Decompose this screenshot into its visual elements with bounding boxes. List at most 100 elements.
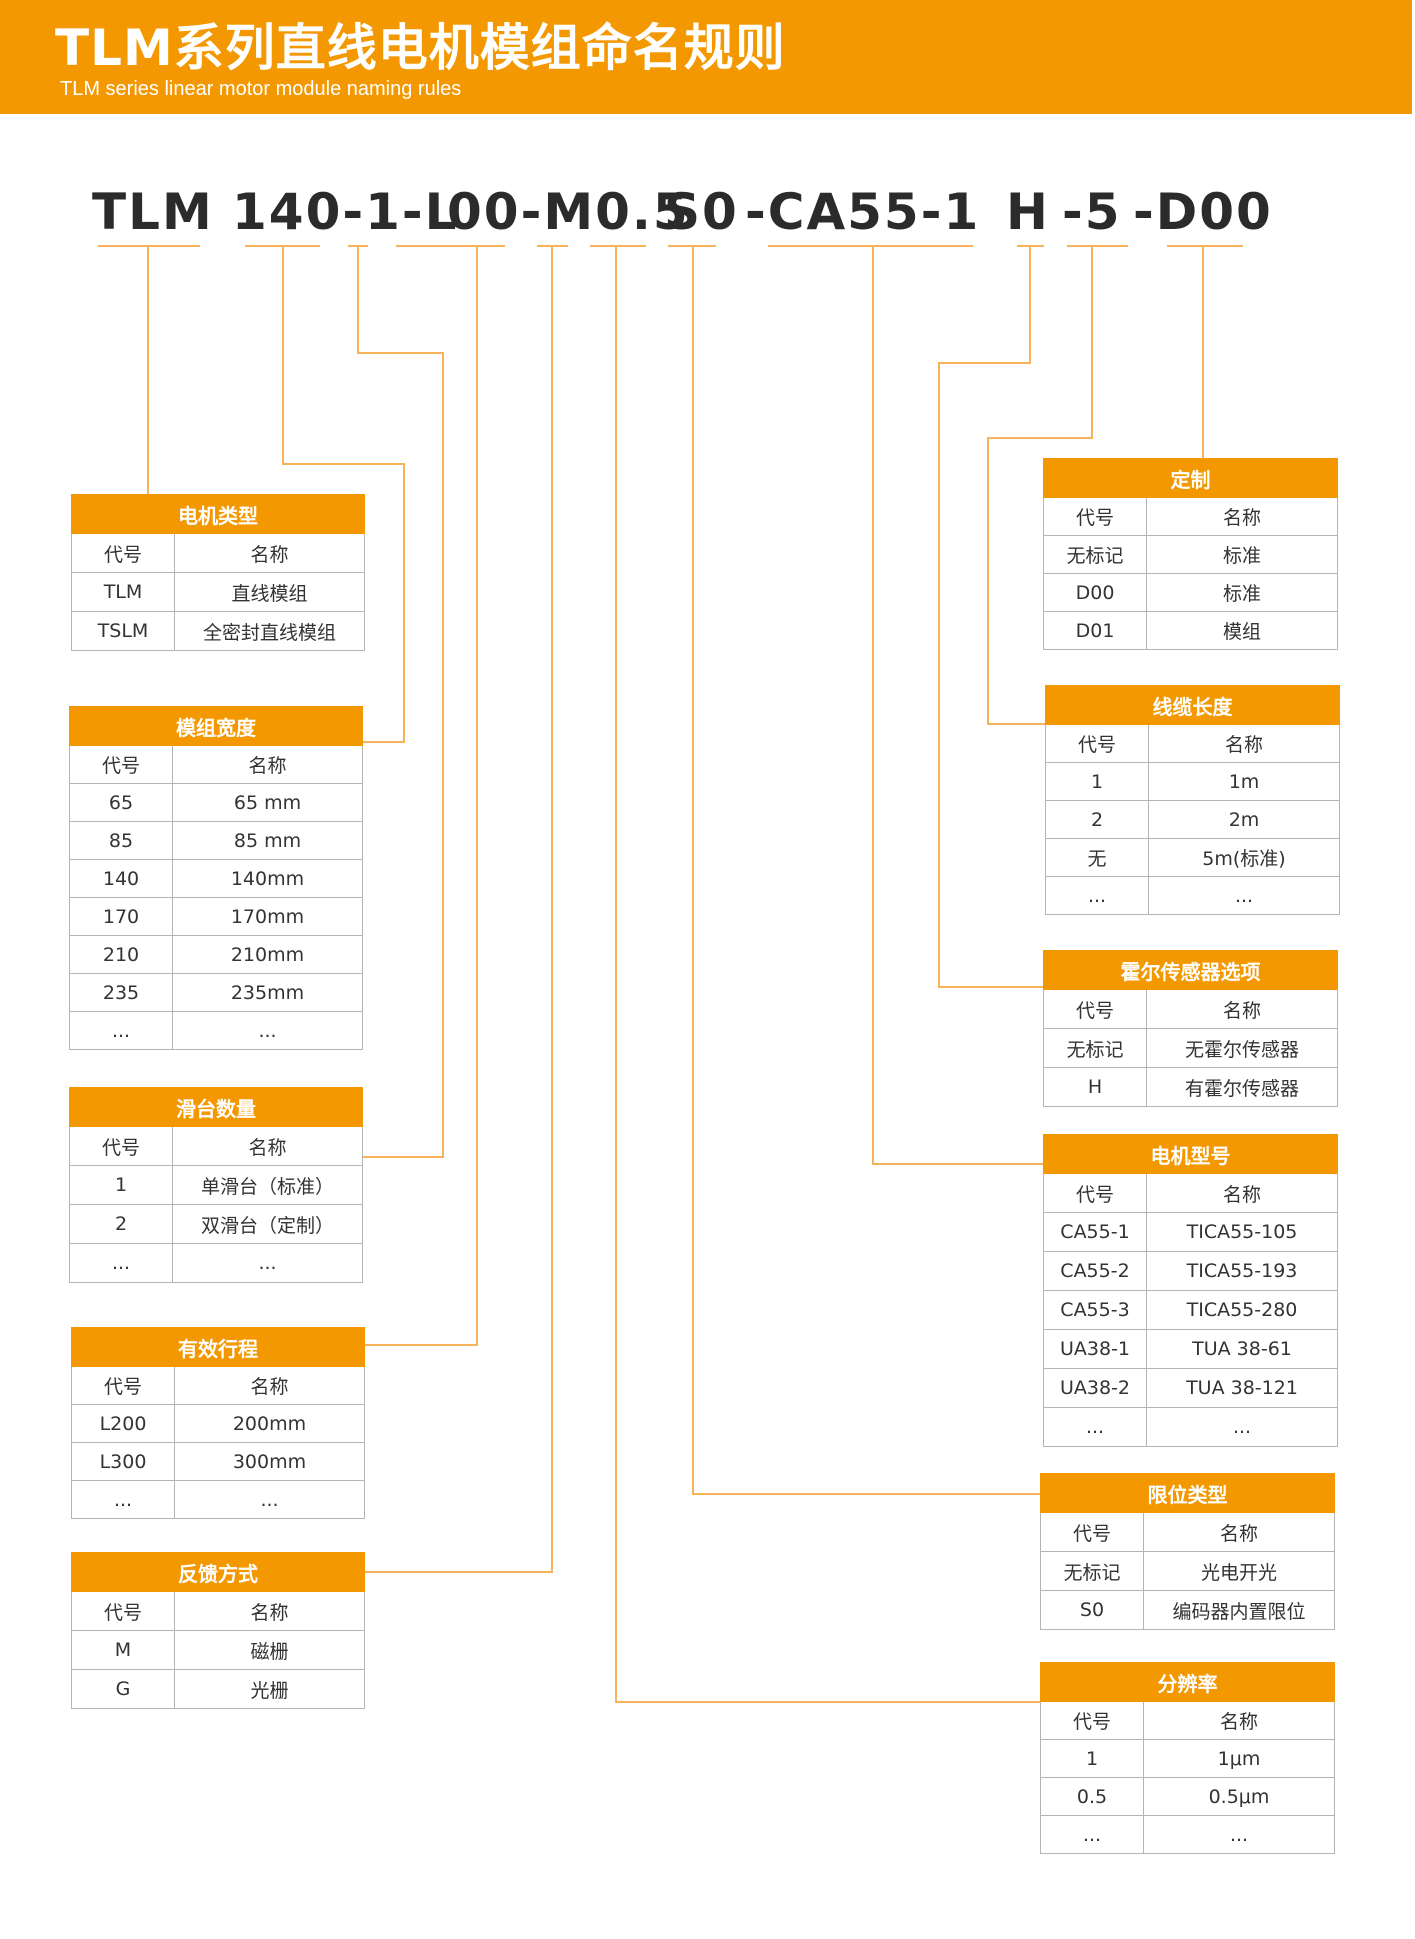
code-cell: 2	[69, 1204, 173, 1244]
code-cell: M	[71, 1630, 175, 1670]
name-cell: ...	[1143, 1815, 1335, 1854]
name-cell: 1μm	[1143, 1739, 1335, 1778]
code-cell: CA55-3	[1043, 1290, 1147, 1330]
name-cell: 200mm	[174, 1404, 365, 1443]
leader-limit-type	[692, 246, 1040, 1495]
leader-slider-count	[357, 246, 444, 1158]
code-cell: ...	[71, 1480, 175, 1519]
code-cell: L300	[71, 1442, 175, 1481]
name-cell: 5m(标准)	[1148, 838, 1340, 877]
table-title: 电机类型	[71, 494, 365, 534]
code-segment-hall: H	[1006, 183, 1050, 241]
code-cell: 1	[1045, 762, 1149, 801]
name-cell: ...	[1146, 1407, 1338, 1447]
code-cell: 85	[69, 821, 173, 860]
name-cell: 无霍尔传感器	[1146, 1028, 1338, 1068]
table-title: 电机型号	[1043, 1134, 1338, 1174]
code-cell: UA38-1	[1043, 1329, 1147, 1369]
code-cell: 1	[69, 1165, 173, 1205]
name-cell: 140mm	[172, 859, 363, 898]
code-segment-stroke-feedback: 00-M0.5	[447, 183, 690, 241]
leader-hall-sensor	[938, 246, 1043, 988]
name-cell: 235mm	[172, 973, 363, 1012]
name-cell: 有霍尔传感器	[1146, 1067, 1338, 1107]
name-cell: 单滑台（标准）	[172, 1165, 363, 1205]
column-header: 代号	[1040, 1701, 1144, 1740]
column-header: 名称	[1143, 1512, 1335, 1552]
name-cell: TUA 38-61	[1146, 1329, 1338, 1369]
leader-feedback-mode	[363, 246, 553, 1573]
code-cell: 210	[69, 935, 173, 974]
code-cell: ...	[1045, 876, 1149, 915]
leader-effective-stroke	[363, 246, 478, 1346]
column-header: 名称	[172, 1126, 363, 1166]
code-cell: UA38-2	[1043, 1368, 1147, 1408]
name-cell: 65 mm	[172, 783, 363, 822]
table-title: 滑台数量	[69, 1087, 363, 1127]
code-cell: CA55-1	[1043, 1212, 1147, 1252]
code-cell: ...	[1043, 1407, 1147, 1447]
code-cell: S0	[1040, 1590, 1144, 1630]
name-cell: 210mm	[172, 935, 363, 974]
code-cell: ...	[69, 1243, 173, 1283]
code-cell: 无	[1045, 838, 1149, 877]
name-cell: TUA 38-121	[1146, 1368, 1338, 1408]
column-header: 名称	[174, 533, 365, 573]
leader-cable-length	[987, 246, 1093, 725]
code-cell: 65	[69, 783, 173, 822]
name-cell: ...	[174, 1480, 365, 1519]
name-cell: 2m	[1148, 800, 1340, 839]
page-subtitle: TLM series linear motor module naming ru…	[60, 78, 462, 100]
leader-module-width	[282, 246, 405, 743]
column-header: 名称	[174, 1591, 365, 1631]
name-cell: TICA55-280	[1146, 1290, 1338, 1330]
code-segment-width-slider-stroke: 140-1-L	[232, 183, 459, 241]
code-cell: D00	[1043, 573, 1147, 612]
code-cell: 0.5	[1040, 1777, 1144, 1816]
code-cell: 140	[69, 859, 173, 898]
code-cell: 无标记	[1043, 535, 1147, 574]
leader-resolution	[615, 246, 1040, 1703]
column-header: 代号	[1043, 989, 1147, 1029]
code-cell: CA55-2	[1043, 1251, 1147, 1291]
name-cell: 双滑台（定制）	[172, 1204, 363, 1244]
name-cell: 光栅	[174, 1669, 365, 1709]
name-cell: 直线模组	[174, 572, 365, 612]
name-cell: 0.5μm	[1143, 1777, 1335, 1816]
name-cell: 光电开光	[1143, 1551, 1335, 1591]
code-segment-limit: S0	[664, 183, 739, 241]
column-header: 代号	[69, 745, 173, 784]
name-cell: ...	[1148, 876, 1340, 915]
name-cell: TICA55-193	[1146, 1251, 1338, 1291]
column-header: 名称	[1143, 1701, 1335, 1740]
name-cell: 300mm	[174, 1442, 365, 1481]
name-cell: 编码器内置限位	[1143, 1590, 1335, 1630]
column-header: 名称	[1148, 724, 1340, 763]
table-title: 线缆长度	[1045, 685, 1340, 725]
code-cell: D01	[1043, 611, 1147, 650]
column-header: 名称	[1146, 989, 1338, 1029]
column-header: 名称	[174, 1366, 365, 1405]
code-cell: 1	[1040, 1739, 1144, 1778]
code-segment-motor-type: TLM	[92, 183, 214, 241]
name-cell: 标准	[1146, 535, 1338, 574]
column-header: 代号	[71, 1591, 175, 1631]
code-segment-motor-model: -CA55-1	[745, 183, 981, 241]
page-header: TLM系列直线电机模组命名规则 TLM series linear motor …	[0, 0, 1412, 114]
table-title: 限位类型	[1040, 1473, 1335, 1513]
column-header: 代号	[1043, 1173, 1147, 1213]
table-title: 定制	[1043, 458, 1338, 498]
column-header: 名称	[172, 745, 363, 784]
table-title: 反馈方式	[71, 1552, 365, 1592]
name-cell: 标准	[1146, 573, 1338, 612]
code-segment-custom: -D00	[1133, 183, 1273, 241]
column-header: 代号	[71, 1366, 175, 1405]
code-cell: L200	[71, 1404, 175, 1443]
